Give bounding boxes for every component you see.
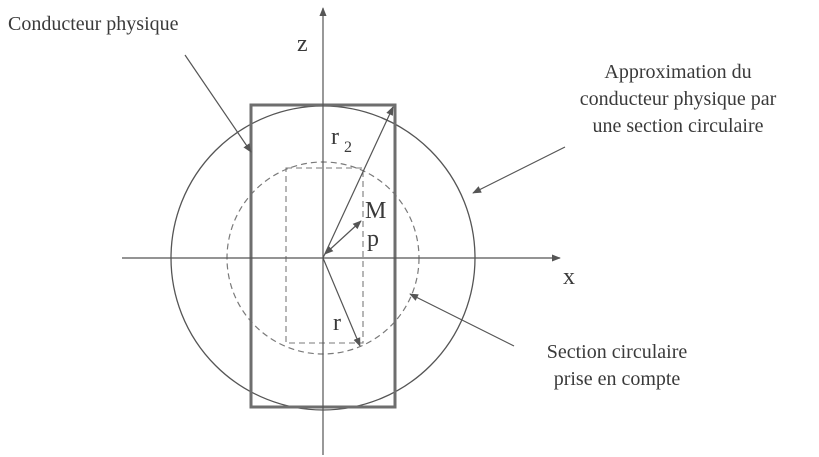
- conductor-label: Conducteur physique: [8, 13, 179, 35]
- approximation-label-line1: Approximation du: [604, 61, 751, 83]
- point-m-label: M: [365, 198, 386, 224]
- conductor-pointer-arrow: [184, 54, 252, 153]
- point-m-vector: [324, 220, 362, 255]
- approximation-label-line3: une section circulaire: [592, 115, 763, 137]
- approximation-label-line2: conducteur physique par: [580, 88, 777, 110]
- p-label: p: [367, 226, 379, 252]
- x-axis-label: x: [563, 264, 575, 290]
- section-label-line1: Section circulaire: [547, 341, 688, 363]
- section-pointer-arrow: [409, 293, 515, 347]
- section-label-line2: prise en compte: [554, 368, 681, 390]
- r2-label: r: [331, 124, 339, 150]
- approximation-pointer-arrow: [472, 146, 566, 194]
- inner-dashed-rectangle: [285, 167, 364, 344]
- z-axis-label: z: [297, 31, 308, 57]
- r-label: r: [333, 310, 341, 336]
- r2-subscript: 2: [344, 139, 352, 156]
- r-radius-arrow: [322, 257, 361, 347]
